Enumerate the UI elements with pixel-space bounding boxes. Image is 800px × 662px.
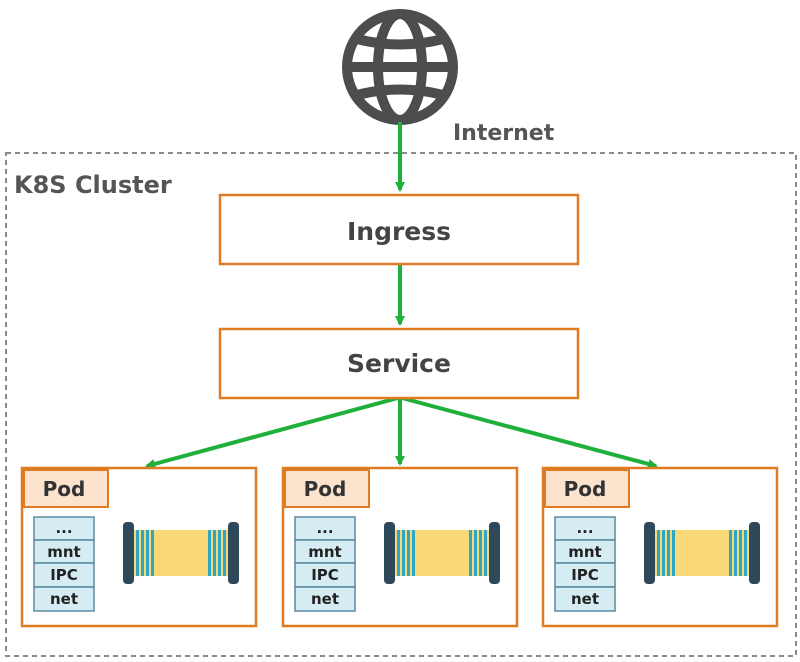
service-label: Service: [347, 349, 451, 378]
container-icon: [644, 522, 760, 584]
namespace-item: ...: [316, 519, 333, 537]
namespace-item: ...: [576, 519, 593, 537]
arrow-service-pod3: [401, 396, 658, 469]
namespace-stack: ... mnt IPC net: [554, 516, 616, 612]
pod-1: Pod ... mnt IPC net: [20, 466, 258, 628]
namespace-item: IPC: [311, 566, 339, 584]
namespace-item: IPC: [571, 566, 599, 584]
pod-label: Pod: [43, 477, 86, 501]
cluster-boundary: [5, 152, 797, 657]
ingress-node: Ingress: [218, 193, 580, 266]
pod-tab: [544, 469, 630, 508]
internet-label: Internet: [453, 121, 555, 146]
namespace-item: net: [50, 590, 78, 608]
pod-2: Pod ... mnt IPC net: [281, 466, 519, 628]
arrow-service-pod1: [145, 396, 399, 469]
globe-icon: [342, 9, 458, 125]
pod-tab: [284, 469, 370, 508]
namespace-item: ...: [55, 519, 72, 537]
namespace-item: mnt: [47, 543, 80, 561]
ingress-label: Ingress: [347, 217, 451, 246]
namespace-item: mnt: [308, 543, 341, 561]
pod-3: Pod ... mnt IPC net: [541, 466, 779, 628]
pod-label: Pod: [564, 477, 607, 501]
namespace-stack: ... mnt IPC net: [33, 516, 95, 612]
cluster-label: K8S Cluster: [14, 171, 172, 199]
service-node: Service: [218, 327, 580, 400]
connections: [145, 122, 658, 469]
namespace-item: mnt: [568, 543, 601, 561]
namespace-stack: ... mnt IPC net: [294, 516, 356, 612]
container-icon: [123, 522, 239, 584]
container-icon: [384, 522, 500, 584]
pod-label: Pod: [304, 477, 347, 501]
namespace-item: net: [571, 590, 599, 608]
pod-tab: [23, 469, 109, 508]
namespace-item: IPC: [50, 566, 78, 584]
namespace-item: net: [311, 590, 339, 608]
